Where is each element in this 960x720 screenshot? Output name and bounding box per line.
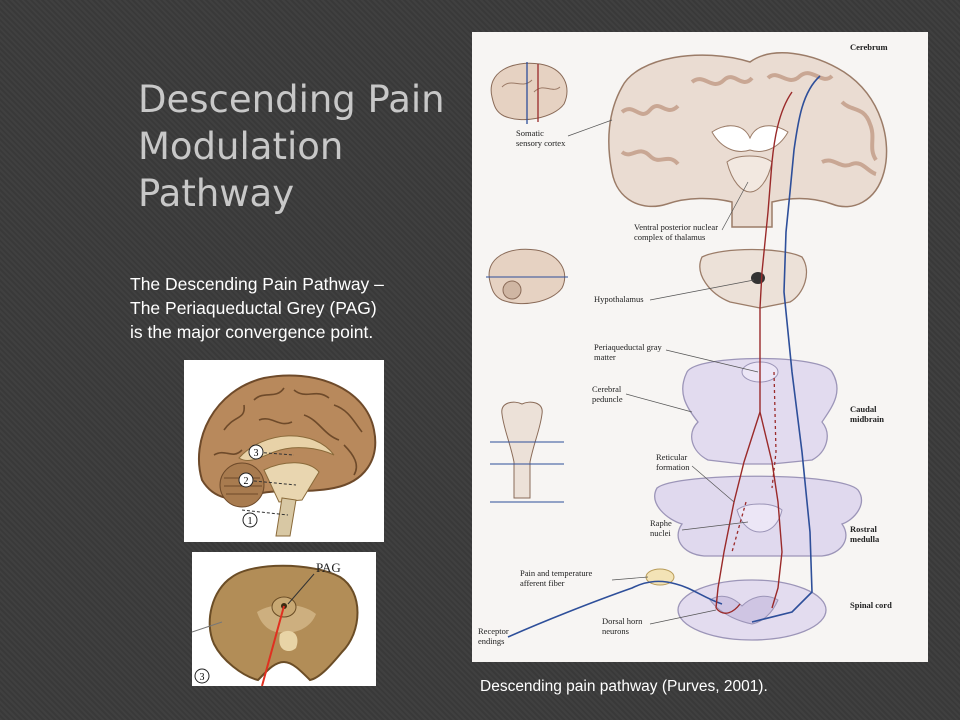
label-vpn-2: complex of thalamus xyxy=(634,232,705,242)
label-hypothalamus: Hypothalamus xyxy=(594,294,644,304)
title-line-1: Descending Pain xyxy=(138,78,445,121)
title-line-2: Modulation xyxy=(138,125,344,168)
body-line-3: is the major convergence point. xyxy=(130,322,374,342)
sagittal-brain-svg: 3 2 1 xyxy=(197,374,377,537)
sagittal-brain-image: 3 2 1 xyxy=(184,360,384,542)
marker-3-label: 3 xyxy=(254,448,259,459)
label-cerebrum: Cerebrum xyxy=(850,42,888,52)
pag-marker-label: 3 xyxy=(200,672,205,683)
label-rf-2: formation xyxy=(656,462,690,472)
descending-pathway-diagram: Cerebrum Somatic sensory cortex Ventral … xyxy=(472,32,928,662)
label-medulla: medulla xyxy=(850,534,880,544)
label-endings: endings xyxy=(478,636,504,646)
ascending-pathway xyxy=(507,75,821,638)
label-pt-2: afferent fiber xyxy=(520,578,565,588)
label-receptor: Receptor xyxy=(478,626,509,636)
label-caudal: Caudal xyxy=(850,404,877,414)
marker-3 xyxy=(248,444,264,460)
label-nuclei: nuclei xyxy=(650,528,671,538)
pag-section-svg: PAG 3 xyxy=(191,560,359,687)
thumbnail-brain-lateral xyxy=(490,62,568,124)
marker-1 xyxy=(242,512,258,528)
body-line-1: The Descending Pain Pathway – xyxy=(130,274,384,294)
pag-marker-3 xyxy=(194,668,210,684)
diencephalon-section xyxy=(699,248,807,309)
label-cp-2: peduncle xyxy=(592,394,623,404)
rostral-medulla-section xyxy=(654,475,863,557)
label-spinal-cord: Spinal cord xyxy=(850,600,892,610)
descending-dashed xyxy=(731,371,777,553)
body-text: The Descending Pain Pathway – The Periaq… xyxy=(130,272,475,344)
label-rf-1: Reticular xyxy=(656,452,687,462)
pag-label: PAG xyxy=(316,560,341,575)
label-somatic-2: sensory cortex xyxy=(516,138,566,148)
label-pag-1: Periaqueductal gray xyxy=(594,342,662,352)
label-vpn-1: Ventral posterior nuclear xyxy=(634,222,718,232)
label-somatic-1: Somatic xyxy=(516,128,544,138)
slide-title: Descending Pain Modulation Pathway xyxy=(138,76,478,217)
thumbnail-brainstem xyxy=(490,401,564,503)
pathway-diagram-svg: Cerebrum Somatic sensory cortex Ventral … xyxy=(478,42,892,646)
label-neurons: neurons xyxy=(602,626,629,636)
label-rostral: Rostral xyxy=(850,524,878,534)
title-line-3: Pathway xyxy=(138,172,295,215)
spinal-cord-section xyxy=(677,579,827,641)
body-line-2: The Periaqueductal Grey (PAG) xyxy=(130,298,377,318)
figure-caption: Descending pain pathway (Purves, 2001). xyxy=(480,678,768,695)
label-cp-1: Cerebral xyxy=(592,384,622,394)
pag-section-image: PAG 3 xyxy=(191,552,376,687)
descending-pathway xyxy=(715,91,793,614)
thumbnail-brain-medial xyxy=(486,248,568,305)
marker-2-label: 2 xyxy=(244,476,249,487)
label-pt-1: Pain and temperature xyxy=(520,568,592,578)
label-dorsal-horn: Dorsal horn xyxy=(602,616,643,626)
marker-2 xyxy=(238,472,254,488)
label-pag-2: matter xyxy=(594,352,616,362)
label-raphe: Raphe xyxy=(650,518,672,528)
cerebrum-section xyxy=(608,52,888,228)
marker-1-label: 1 xyxy=(248,516,253,527)
label-midbrain: midbrain xyxy=(850,414,884,424)
leader-lines xyxy=(567,119,759,625)
